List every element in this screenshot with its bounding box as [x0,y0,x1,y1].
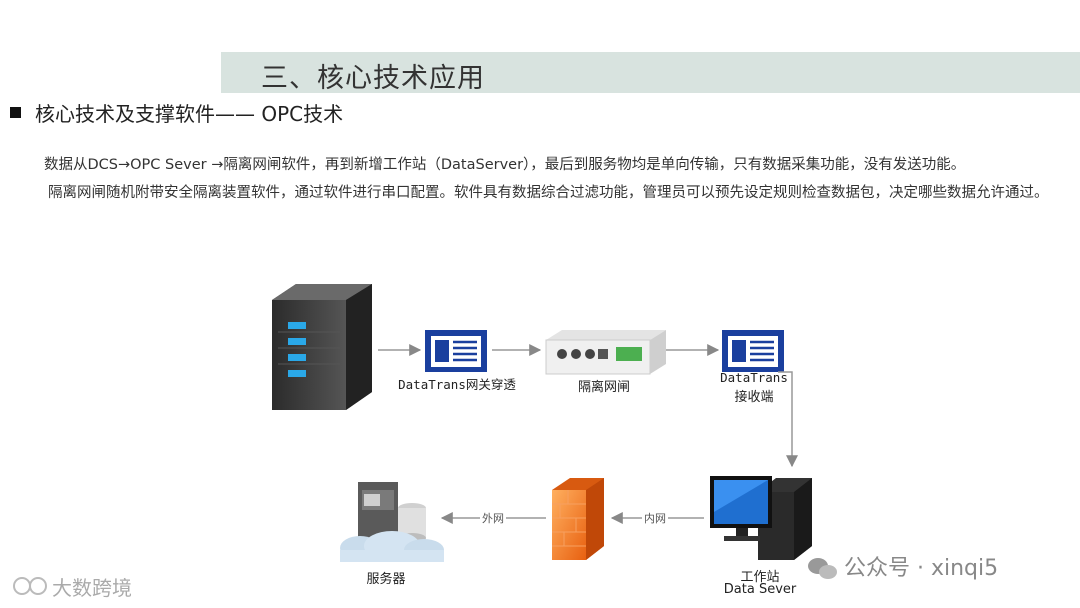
label-server: 服务器 [352,568,420,587]
watermark-logo-icon [14,578,46,594]
label-datatrans-receiver-line1: DataTrans [716,370,792,385]
label-inner-net: 内网 [642,510,668,526]
watermark-right: 公众号 · xinqi5 [844,550,998,582]
cloud-server-icon [340,482,444,562]
label-outer-net: 外网 [480,510,506,526]
workstation-icon [710,476,812,560]
label-datatrans-receiver-line2: 接收端 [716,386,792,405]
label-datatrans-gateway: DataTrans网关穿透 [392,374,522,393]
datatrans-receiver-icon [722,330,784,372]
watermark-left: 大数跨境 [52,572,132,601]
isolation-gateway-device-icon [546,330,666,374]
firewall-icon [552,478,604,560]
wechat-icon [808,558,837,579]
datatrans-gateway-icon [425,330,487,372]
label-isolation-gateway: 隔离网闸 [566,376,642,395]
label-data-sever: Data Sever [712,582,808,597]
opc-server-icon [272,284,372,410]
